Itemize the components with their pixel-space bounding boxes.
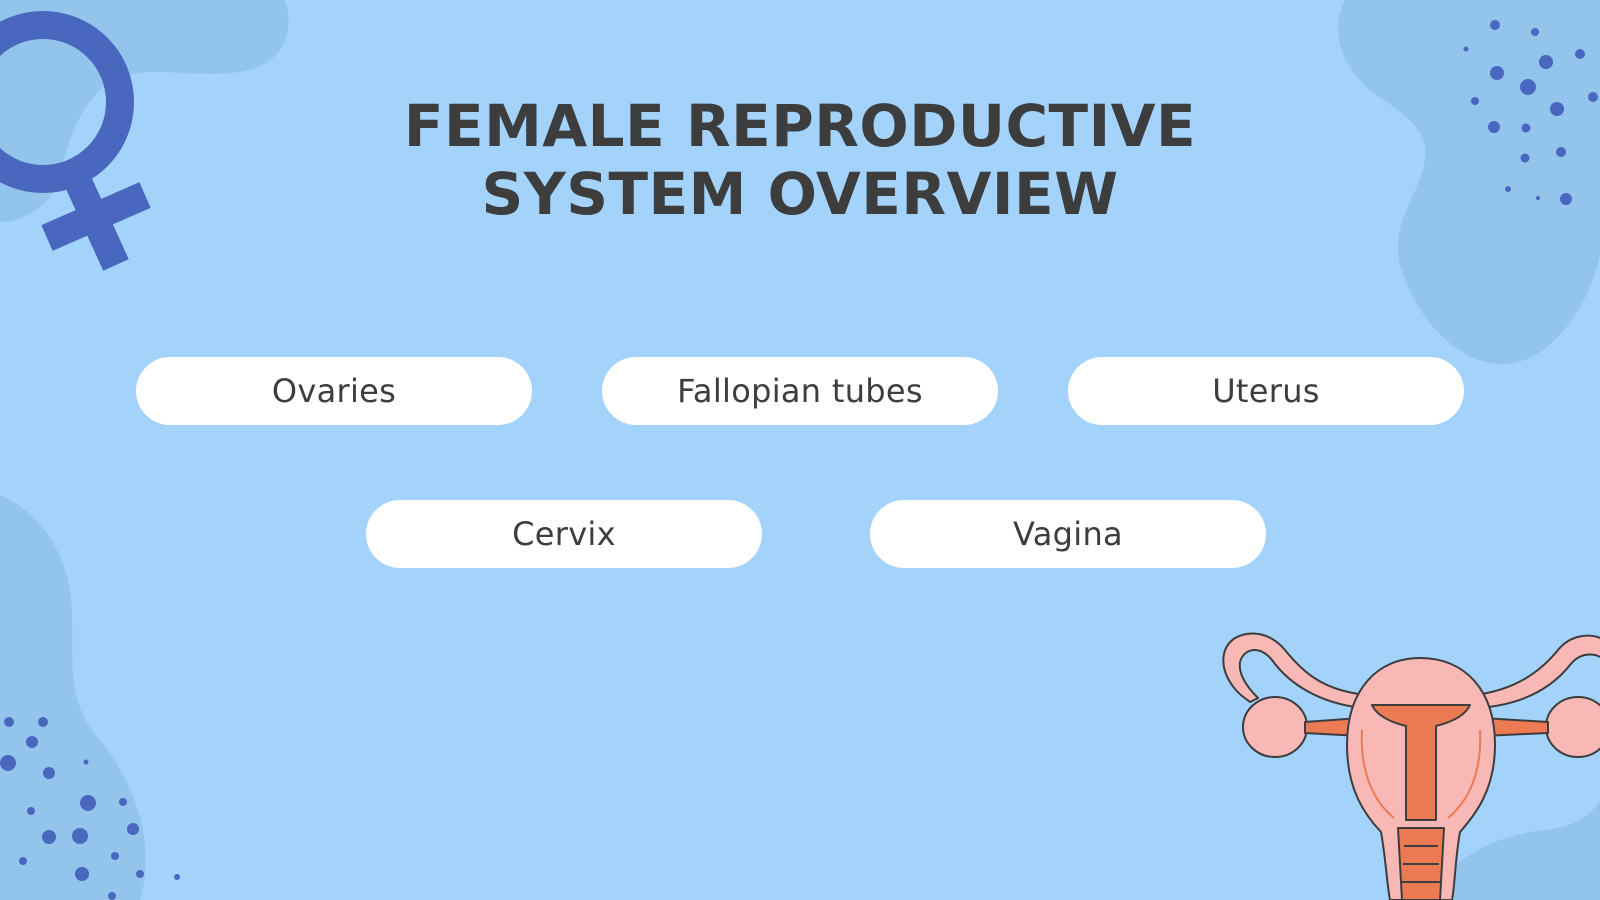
pill-vagina: Vagina: [870, 500, 1266, 568]
blob-left: [0, 495, 146, 900]
pill-fallopian-tubes: Fallopian tubes: [602, 357, 998, 425]
female-symbol-icon: [0, 11, 151, 271]
title-line-2: SYSTEM OVERVIEW: [481, 160, 1119, 228]
uterus-illustration-icon: [1222, 632, 1600, 900]
blob-top-left: [0, 0, 289, 222]
pill-cervix: Cervix: [366, 500, 762, 568]
dots-bottom-left: [0, 717, 180, 900]
dots-top-right: [1463, 20, 1598, 205]
blob-bottom-right: [1430, 800, 1600, 900]
pill-uterus: Uterus: [1068, 357, 1464, 425]
pill-ovaries: Ovaries: [136, 357, 532, 425]
blob-top-right: [1338, 0, 1600, 365]
title-line-1: FEMALE REPRODUCTIVE: [403, 92, 1197, 160]
page-title: FEMALE REPRODUCTIVE SYSTEM OVERVIEW: [300, 92, 1300, 228]
